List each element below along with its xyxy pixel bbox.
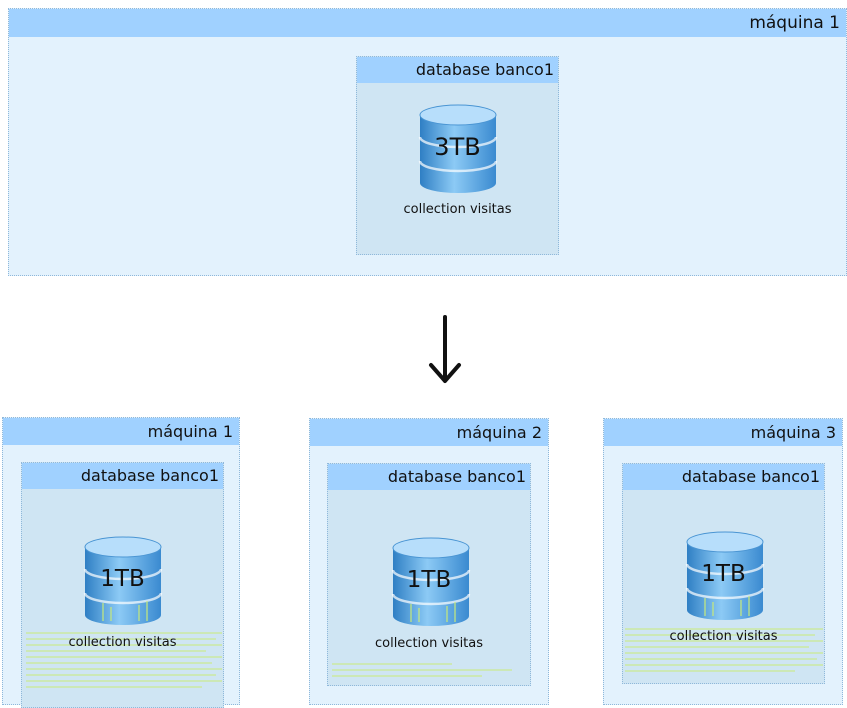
green-stripes [26, 632, 222, 688]
database-cylinder-icon [83, 536, 163, 625]
database-cylinder-icon [418, 104, 498, 193]
green-stripes [625, 628, 823, 672]
database-shard-3: database banco1 1TB [622, 463, 825, 684]
machine-header: máquina 3 [604, 419, 842, 446]
machine-shard-3: máquina 3 database banco1 1TB [603, 418, 843, 705]
database-header: database banco1 [357, 57, 558, 83]
machine-header: máquina 2 [310, 419, 548, 446]
database-label: database banco1 [415, 60, 554, 79]
machine-header: máquina 1 [9, 9, 846, 37]
database-shard-1: database banco1 1TB [21, 462, 224, 708]
database-cylinder-icon [391, 537, 471, 626]
collection-label: collection visitas [68, 635, 177, 650]
size-label: 1TB [100, 566, 145, 592]
machine-top: máquina 1 database banco1 3TB collection… [8, 8, 847, 276]
collection-label: collection visitas [403, 202, 512, 217]
collection-label: collection visitas [669, 629, 778, 644]
database-label: database banco1 [387, 467, 526, 486]
size-label: 3TB [434, 133, 481, 161]
database-top: database banco1 3TB collection visitas [356, 56, 559, 255]
database-header: database banco1 [22, 463, 223, 489]
database-header: database banco1 [328, 464, 530, 490]
database-shard-2: database banco1 1TB [327, 463, 531, 686]
database-label: database banco1 [681, 467, 820, 486]
arrow-down-icon [429, 315, 461, 383]
machine-label: máquina 1 [749, 13, 840, 33]
machine-label: máquina 3 [750, 423, 836, 442]
database-cylinder-icon [685, 531, 765, 620]
machine-label: máquina 2 [456, 423, 542, 442]
green-stripes [332, 663, 512, 677]
database-header: database banco1 [623, 464, 824, 490]
machine-label: máquina 1 [147, 422, 233, 441]
machine-shard-1: máquina 1 database banco1 1TB [2, 417, 240, 708]
collection-label: collection visitas [374, 636, 484, 651]
size-label: 1TB [406, 567, 452, 593]
database-label: database banco1 [80, 466, 219, 485]
machine-shard-2: máquina 2 database banco1 1TB [309, 418, 549, 705]
machine-header: máquina 1 [3, 418, 239, 445]
size-label: 1TB [701, 561, 746, 587]
